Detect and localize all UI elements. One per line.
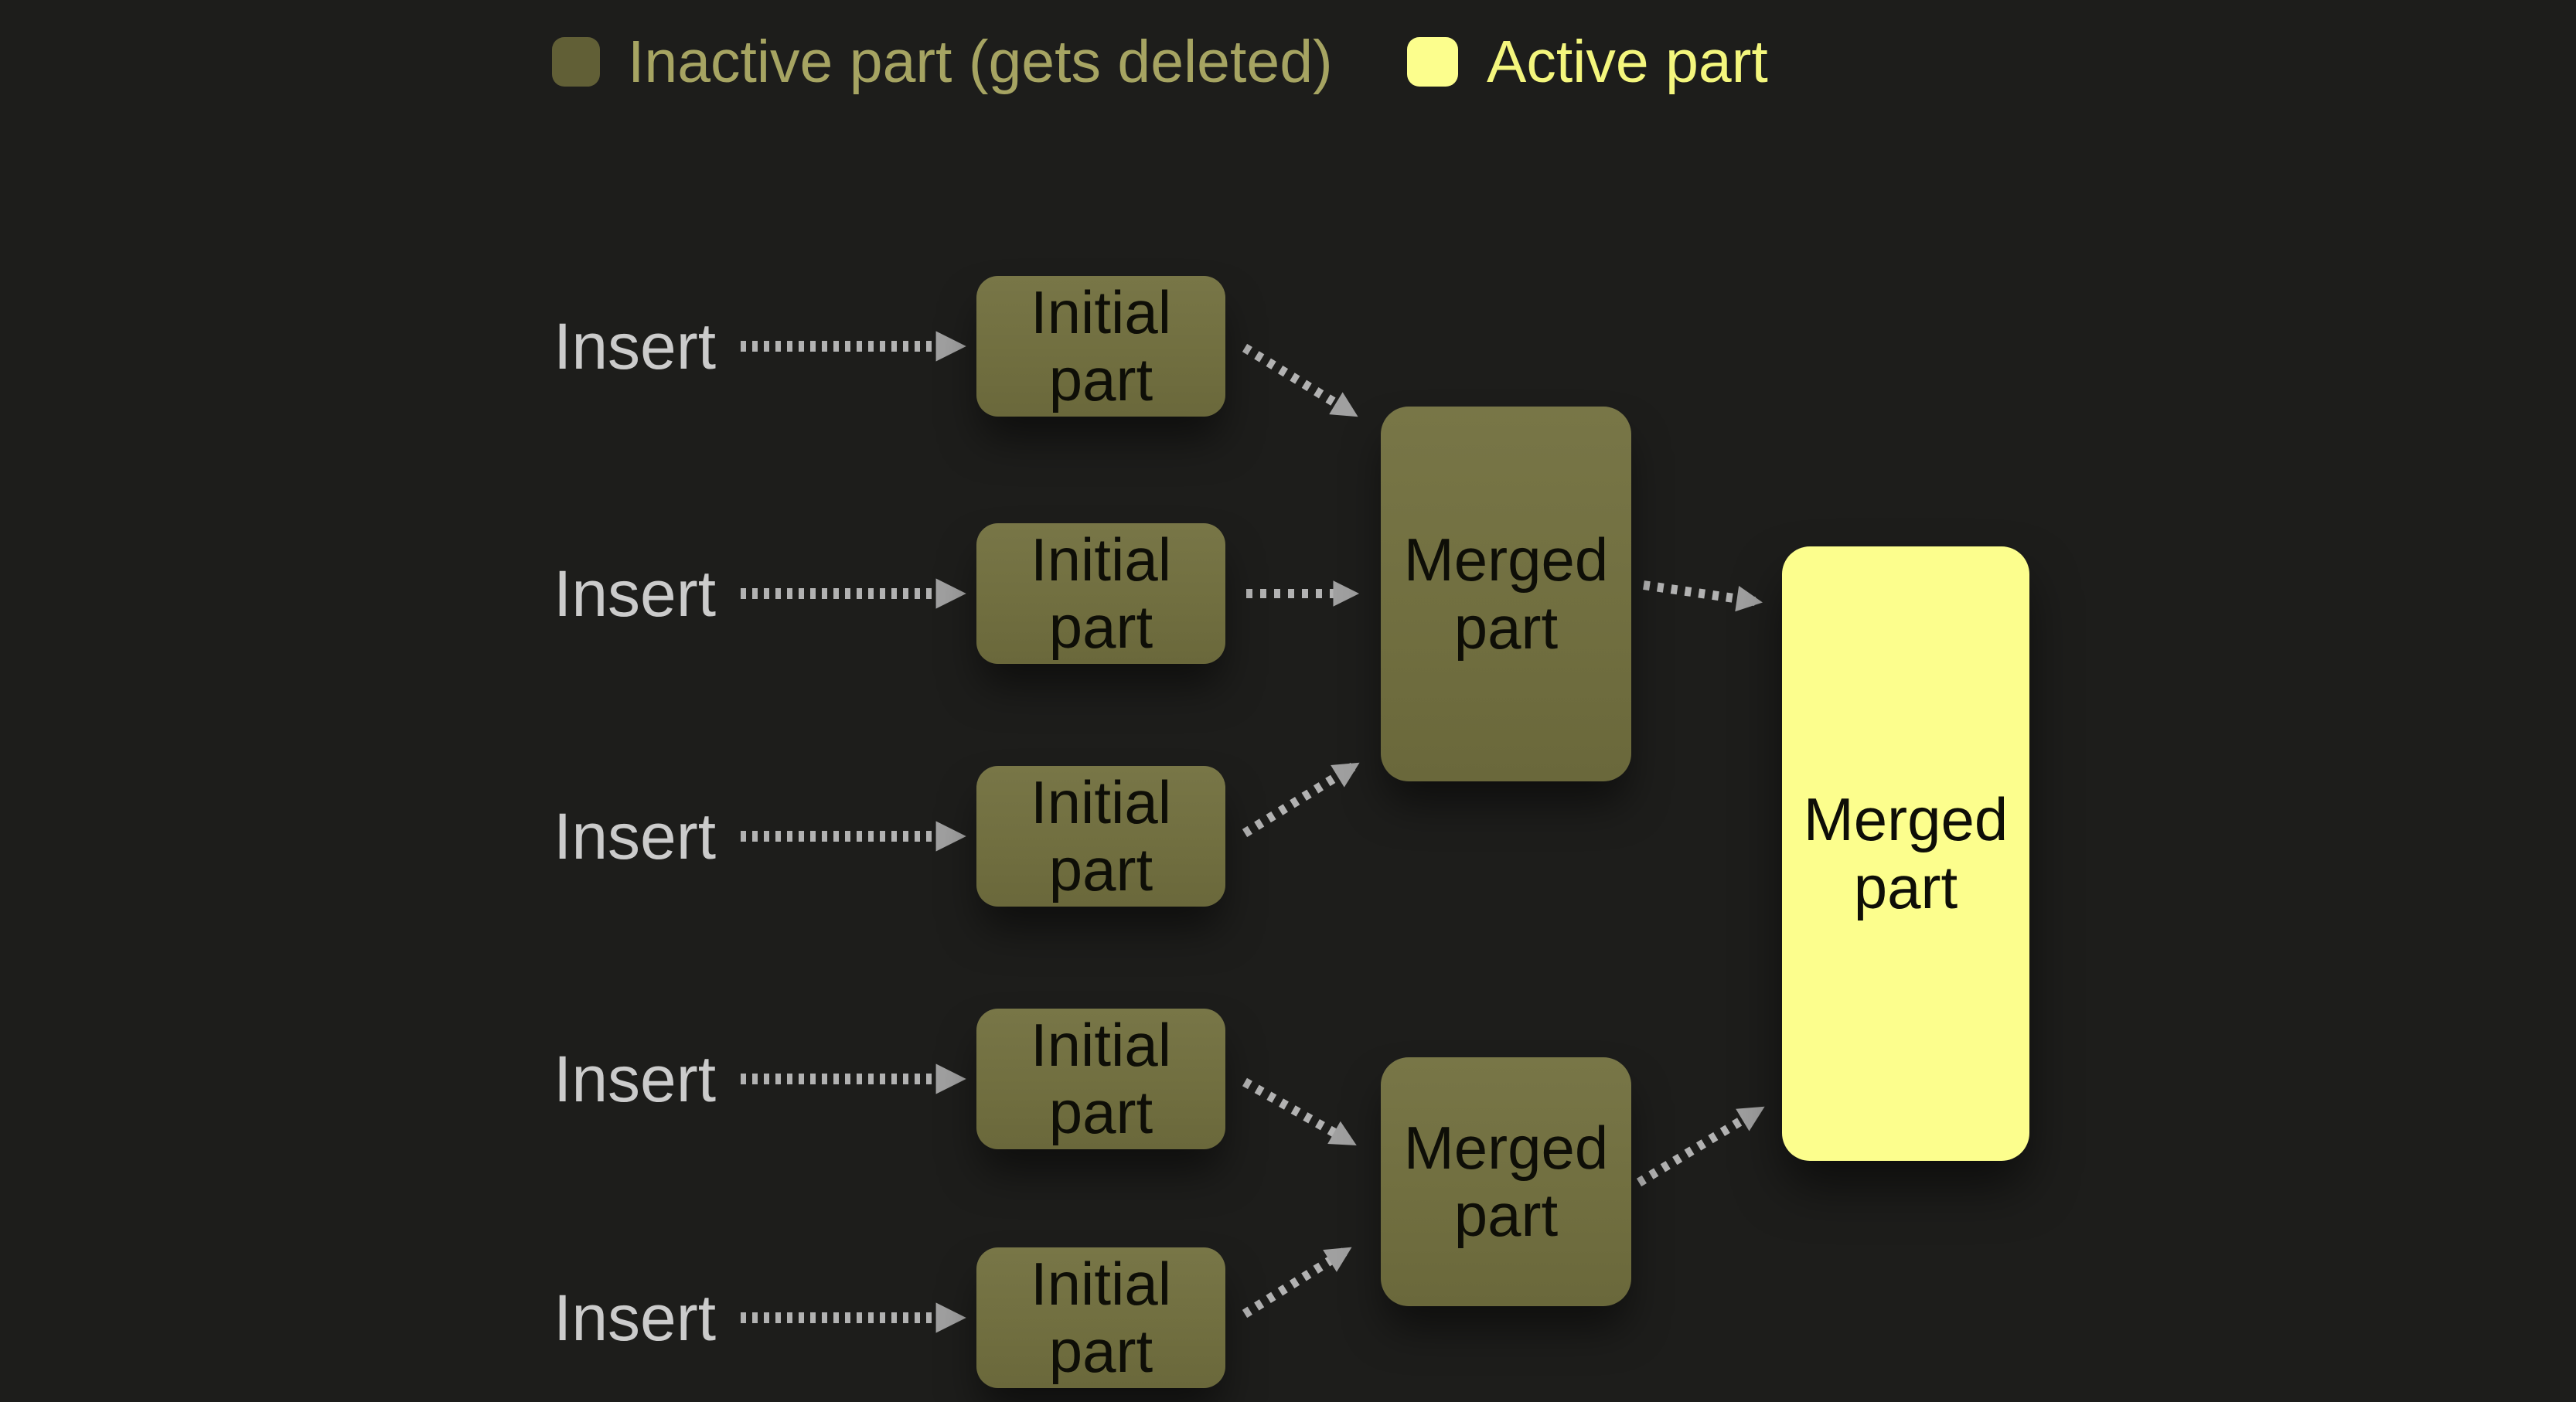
merged-part-node-2: Merged part [1381, 1057, 1631, 1306]
initial-part-node-4: Initial part [976, 1009, 1225, 1149]
initial-part-node-1: Initial part [976, 276, 1225, 417]
node-label: Initial part [1030, 277, 1172, 413]
legend-label-inactive: Inactive part (gets deleted) [628, 28, 1333, 95]
initial-part-node-5: Initial part [976, 1247, 1225, 1388]
arrow-initial3-to-merged1 [1242, 762, 1360, 838]
node-label: Initial part [1030, 1010, 1172, 1146]
node-label: Merged part [1403, 526, 1609, 662]
insert-label-2: Insert [554, 556, 717, 630]
arrow-merged1-to-final [1643, 580, 1763, 612]
arrow-initial4-to-merged2 [1242, 1077, 1357, 1146]
initial-part-node-3: Initial part [976, 766, 1225, 907]
arrow-merged2-to-final [1636, 1106, 1765, 1187]
initial-part-node-2: Initial part [976, 523, 1225, 664]
node-label: Initial part [1030, 1249, 1172, 1385]
active-swatch-icon [1407, 37, 1458, 87]
arrow-initial1-to-merged1 [1242, 343, 1358, 417]
node-label: Merged part [1403, 1113, 1609, 1249]
insert-label-3: Insert [554, 799, 717, 873]
arrow-initial5-to-merged2 [1242, 1247, 1352, 1319]
inactive-swatch-icon [552, 37, 600, 87]
insert-label-1: Insert [554, 309, 717, 383]
legend-item-active: Active part [1407, 32, 1768, 91]
merged-part-node-1: Merged part [1381, 407, 1631, 781]
node-label: Merged part [1803, 785, 2009, 921]
node-label: Initial part [1030, 767, 1172, 903]
insert-label-4: Insert [554, 1042, 717, 1115]
insert-label-5: Insert [554, 1281, 717, 1354]
merged-part-node-final: Merged part [1782, 546, 2029, 1161]
node-label: Initial part [1030, 525, 1172, 661]
legend-label-active: Active part [1487, 28, 1768, 95]
legend-item-inactive: Inactive part (gets deleted) [552, 32, 1333, 91]
